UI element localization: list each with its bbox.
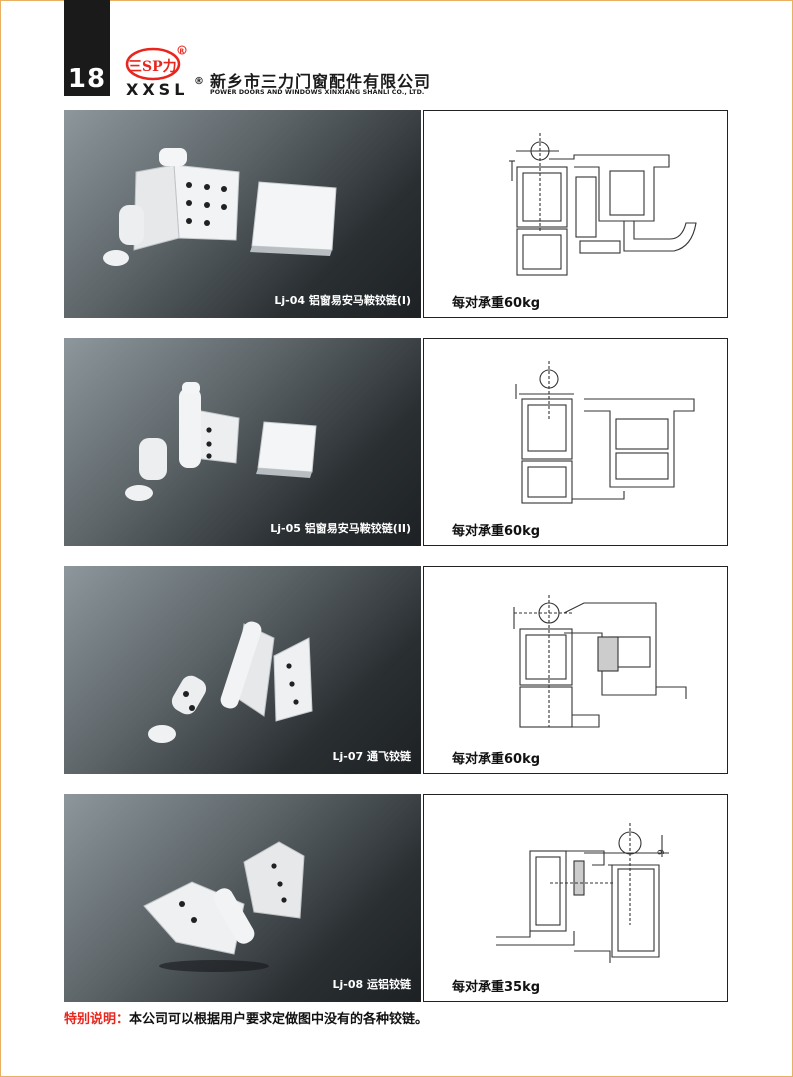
page-number-tab xyxy=(64,0,110,96)
product-row-lj08: Lj-08 运铝铰链 9 每对承重35kg xyxy=(64,794,728,1002)
product-photo-lj04: Lj-04 铝窗易安马鞍铰链(I) xyxy=(64,110,421,318)
svg-text:R: R xyxy=(180,48,185,55)
profile-drawing-lj08: 9 每对承重35kg xyxy=(423,794,728,1002)
product-caption: Lj-04 铝窗易安马鞍铰链(I) xyxy=(274,294,411,307)
registered-mark: ® xyxy=(194,76,204,87)
hinge-image-lj04 xyxy=(103,148,337,266)
product-caption: Lj-05 铝窗易安马鞍铰链(II) xyxy=(270,522,411,535)
note-separator: ： xyxy=(116,1012,130,1027)
special-note: 特别说明：本公司可以根据用户要求定做图中没有的各种铰链。 xyxy=(64,1008,428,1027)
product-photo-lj07: Lj-07 通飞铰链 xyxy=(64,566,421,774)
company-name-cn: 新乡市三力门窗配件有限公司 xyxy=(210,72,432,91)
product-photo-lj08: Lj-08 运铝铰链 xyxy=(64,794,421,1002)
logo-text: XXSL xyxy=(126,80,189,99)
product-photo-lj05: Lj-05 铝窗易安马鞍铰链(II) xyxy=(64,338,421,546)
load-capacity: 每对承重60kg xyxy=(452,524,541,539)
product-caption: Lj-07 通飞铰链 xyxy=(332,750,411,763)
note-label: 特别说明 xyxy=(64,1012,117,1027)
profile-drawing-lj05: 每对承重60kg xyxy=(423,338,728,546)
page-number: 18 xyxy=(67,64,107,94)
load-capacity: 每对承重60kg xyxy=(452,296,541,311)
hinge-image-lj08 xyxy=(143,841,305,972)
product-row-lj04: Lj-04 铝窗易安马鞍铰链(I) 每对承重60kg xyxy=(64,110,728,318)
hinge-image-lj07 xyxy=(148,621,313,743)
load-capacity: 每对承重60kg xyxy=(452,752,541,767)
logo-mark: 三SP力 xyxy=(128,58,177,75)
product-caption: Lj-08 运铝铰链 xyxy=(332,978,411,991)
dimension-label: 9 xyxy=(657,849,667,855)
company-name-en: POWER DOORS AND WINDOWS XINXIANG SHANLI … xyxy=(210,89,425,96)
product-row-lj07: Lj-07 通飞铰链 每对承重60kg xyxy=(64,566,728,774)
hinge-image-lj05 xyxy=(125,382,317,501)
profile-drawing-lj07: 每对承重60kg xyxy=(423,566,728,774)
note-text: 本公司可以根据用户要求定做图中没有的各种铰链。 xyxy=(129,1012,429,1027)
profile-drawing-lj04: 每对承重60kg xyxy=(423,110,728,318)
product-row-lj05: Lj-05 铝窗易安马鞍铰链(II) 每对承重60kg xyxy=(64,338,728,546)
load-capacity: 每对承重35kg xyxy=(452,980,541,995)
company-logo-icon: 三SP力 R xyxy=(125,45,187,81)
